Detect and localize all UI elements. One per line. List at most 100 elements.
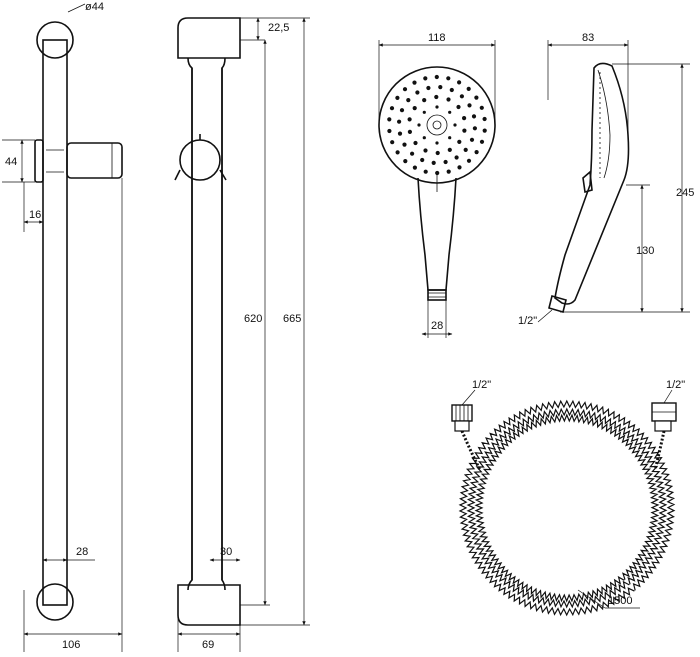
hose-loop [458, 399, 676, 617]
nozzle-dot [434, 74, 439, 80]
nozzle-dot [457, 165, 462, 170]
nozzle-dot [415, 90, 420, 95]
nozzle-dot [448, 136, 452, 140]
nozzle-dot [446, 97, 451, 102]
nozzle-dot [397, 131, 403, 136]
dim-side-bottom: 30 [220, 546, 232, 558]
nozzle-dot [397, 119, 402, 124]
nozzle-dot [407, 129, 412, 134]
nozzle-dot [446, 76, 451, 81]
dim-head-diameter: 118 [428, 32, 446, 44]
nozzle-dot [407, 117, 412, 122]
nozzle-dot [410, 151, 415, 156]
nozzle-dot [467, 103, 472, 108]
nozzle-dot [449, 87, 454, 93]
dim-rail-length: 620 [244, 313, 262, 325]
nozzle-dot [431, 160, 436, 165]
nozzle-dot [387, 128, 392, 134]
dim-profile-thread: 1/2" [518, 315, 537, 327]
nozzle-dot [413, 140, 418, 146]
nozzle-dot [448, 110, 452, 114]
hose-loop [474, 413, 660, 603]
hose-loop [466, 407, 668, 609]
dim-bar-diameter: ø44 [85, 1, 104, 13]
dim-profile-total: 245 [676, 187, 694, 199]
nozzle-dot [471, 114, 477, 119]
nozzle-dot [482, 128, 487, 133]
nozzle-dot [422, 110, 426, 114]
dim-head-thread: 28 [431, 320, 443, 332]
nozzle-dot [395, 150, 400, 155]
nozzle-dot [435, 150, 440, 156]
nozzle-dot [459, 94, 464, 99]
shower-thread [427, 289, 447, 301]
nozzle-dot [412, 106, 417, 111]
nozzle-dot [474, 150, 479, 155]
nozzle-dot [412, 80, 417, 85]
nozzle-dot [402, 87, 408, 92]
dim-bar-width: 106 [62, 639, 80, 651]
hand-shower-front: 118 28 [378, 32, 496, 338]
nozzle-dot [456, 104, 461, 110]
nozzle-dot [423, 148, 428, 153]
hose-coil [458, 399, 676, 617]
nozzle-dot [423, 169, 428, 174]
nozzle-dot [434, 94, 439, 100]
shower-nozzles [387, 74, 487, 176]
nozzle-dot [453, 123, 457, 127]
nozzle-dot [422, 136, 426, 140]
shower-hose: 1/2" 1/2" 1500 [451, 379, 685, 617]
nozzle-dot [472, 126, 477, 131]
nozzle-dot [462, 116, 467, 121]
dim-total-length: 665 [283, 313, 301, 325]
nozzle-dot [463, 147, 468, 152]
nozzle-dot [390, 140, 395, 145]
profile-button [582, 170, 593, 194]
dim-profile-lower: 130 [636, 245, 654, 257]
nozzle-dot [462, 128, 467, 133]
nozzle-dot [387, 117, 392, 122]
nozzle-dot [457, 139, 462, 144]
nozzle-dot [438, 85, 443, 90]
bar-top-cap [36, 21, 74, 59]
nozzle-dot [446, 169, 451, 174]
hose-right-nut [651, 402, 677, 432]
bar-front-view: ø44 44 16 28 106 [2, 1, 123, 652]
nozzle-dot [389, 106, 395, 111]
slider-holder [34, 139, 123, 183]
nozzle-dot [457, 80, 462, 85]
nozzle-dot [466, 86, 471, 91]
nozzle-dot [422, 98, 427, 103]
dim-hose-right-thread: 1/2" [666, 379, 685, 391]
nozzle-dot [469, 137, 475, 142]
nozzle-dot [447, 147, 452, 152]
nozzle-dot [479, 105, 484, 110]
dim-profile-width: 83 [582, 32, 594, 44]
nozzle-dot [443, 159, 448, 165]
side-top-bracket [177, 17, 241, 59]
profile-body [554, 62, 630, 305]
dim-hose-left-thread: 1/2" [472, 379, 491, 391]
nozzle-dot [435, 105, 439, 109]
side-bottom-bracket [177, 584, 241, 626]
nozzle-dot [420, 157, 425, 163]
bar-bottom-cap [36, 583, 74, 621]
hose-end [653, 430, 666, 471]
nozzle-dot [399, 108, 405, 113]
dim-side-depth: 69 [202, 639, 214, 651]
nozzle-dot [426, 85, 431, 91]
hose-left-nut [451, 404, 473, 432]
nozzle-dot [402, 142, 407, 147]
hose-end [460, 430, 482, 471]
nozzle-dot [435, 141, 439, 145]
side-slider-knob [174, 134, 227, 181]
nozzle-dot [474, 95, 479, 100]
dim-slider-offset: 16 [29, 209, 41, 221]
nozzle-dot [423, 76, 428, 81]
nozzle-dot [466, 158, 472, 163]
dim-bar-bottom-offset: 28 [76, 546, 88, 558]
nozzle-dot [406, 98, 411, 103]
hand-shower-profile: 83 245 130 1/2" [518, 32, 694, 327]
bar-rail [42, 39, 68, 606]
